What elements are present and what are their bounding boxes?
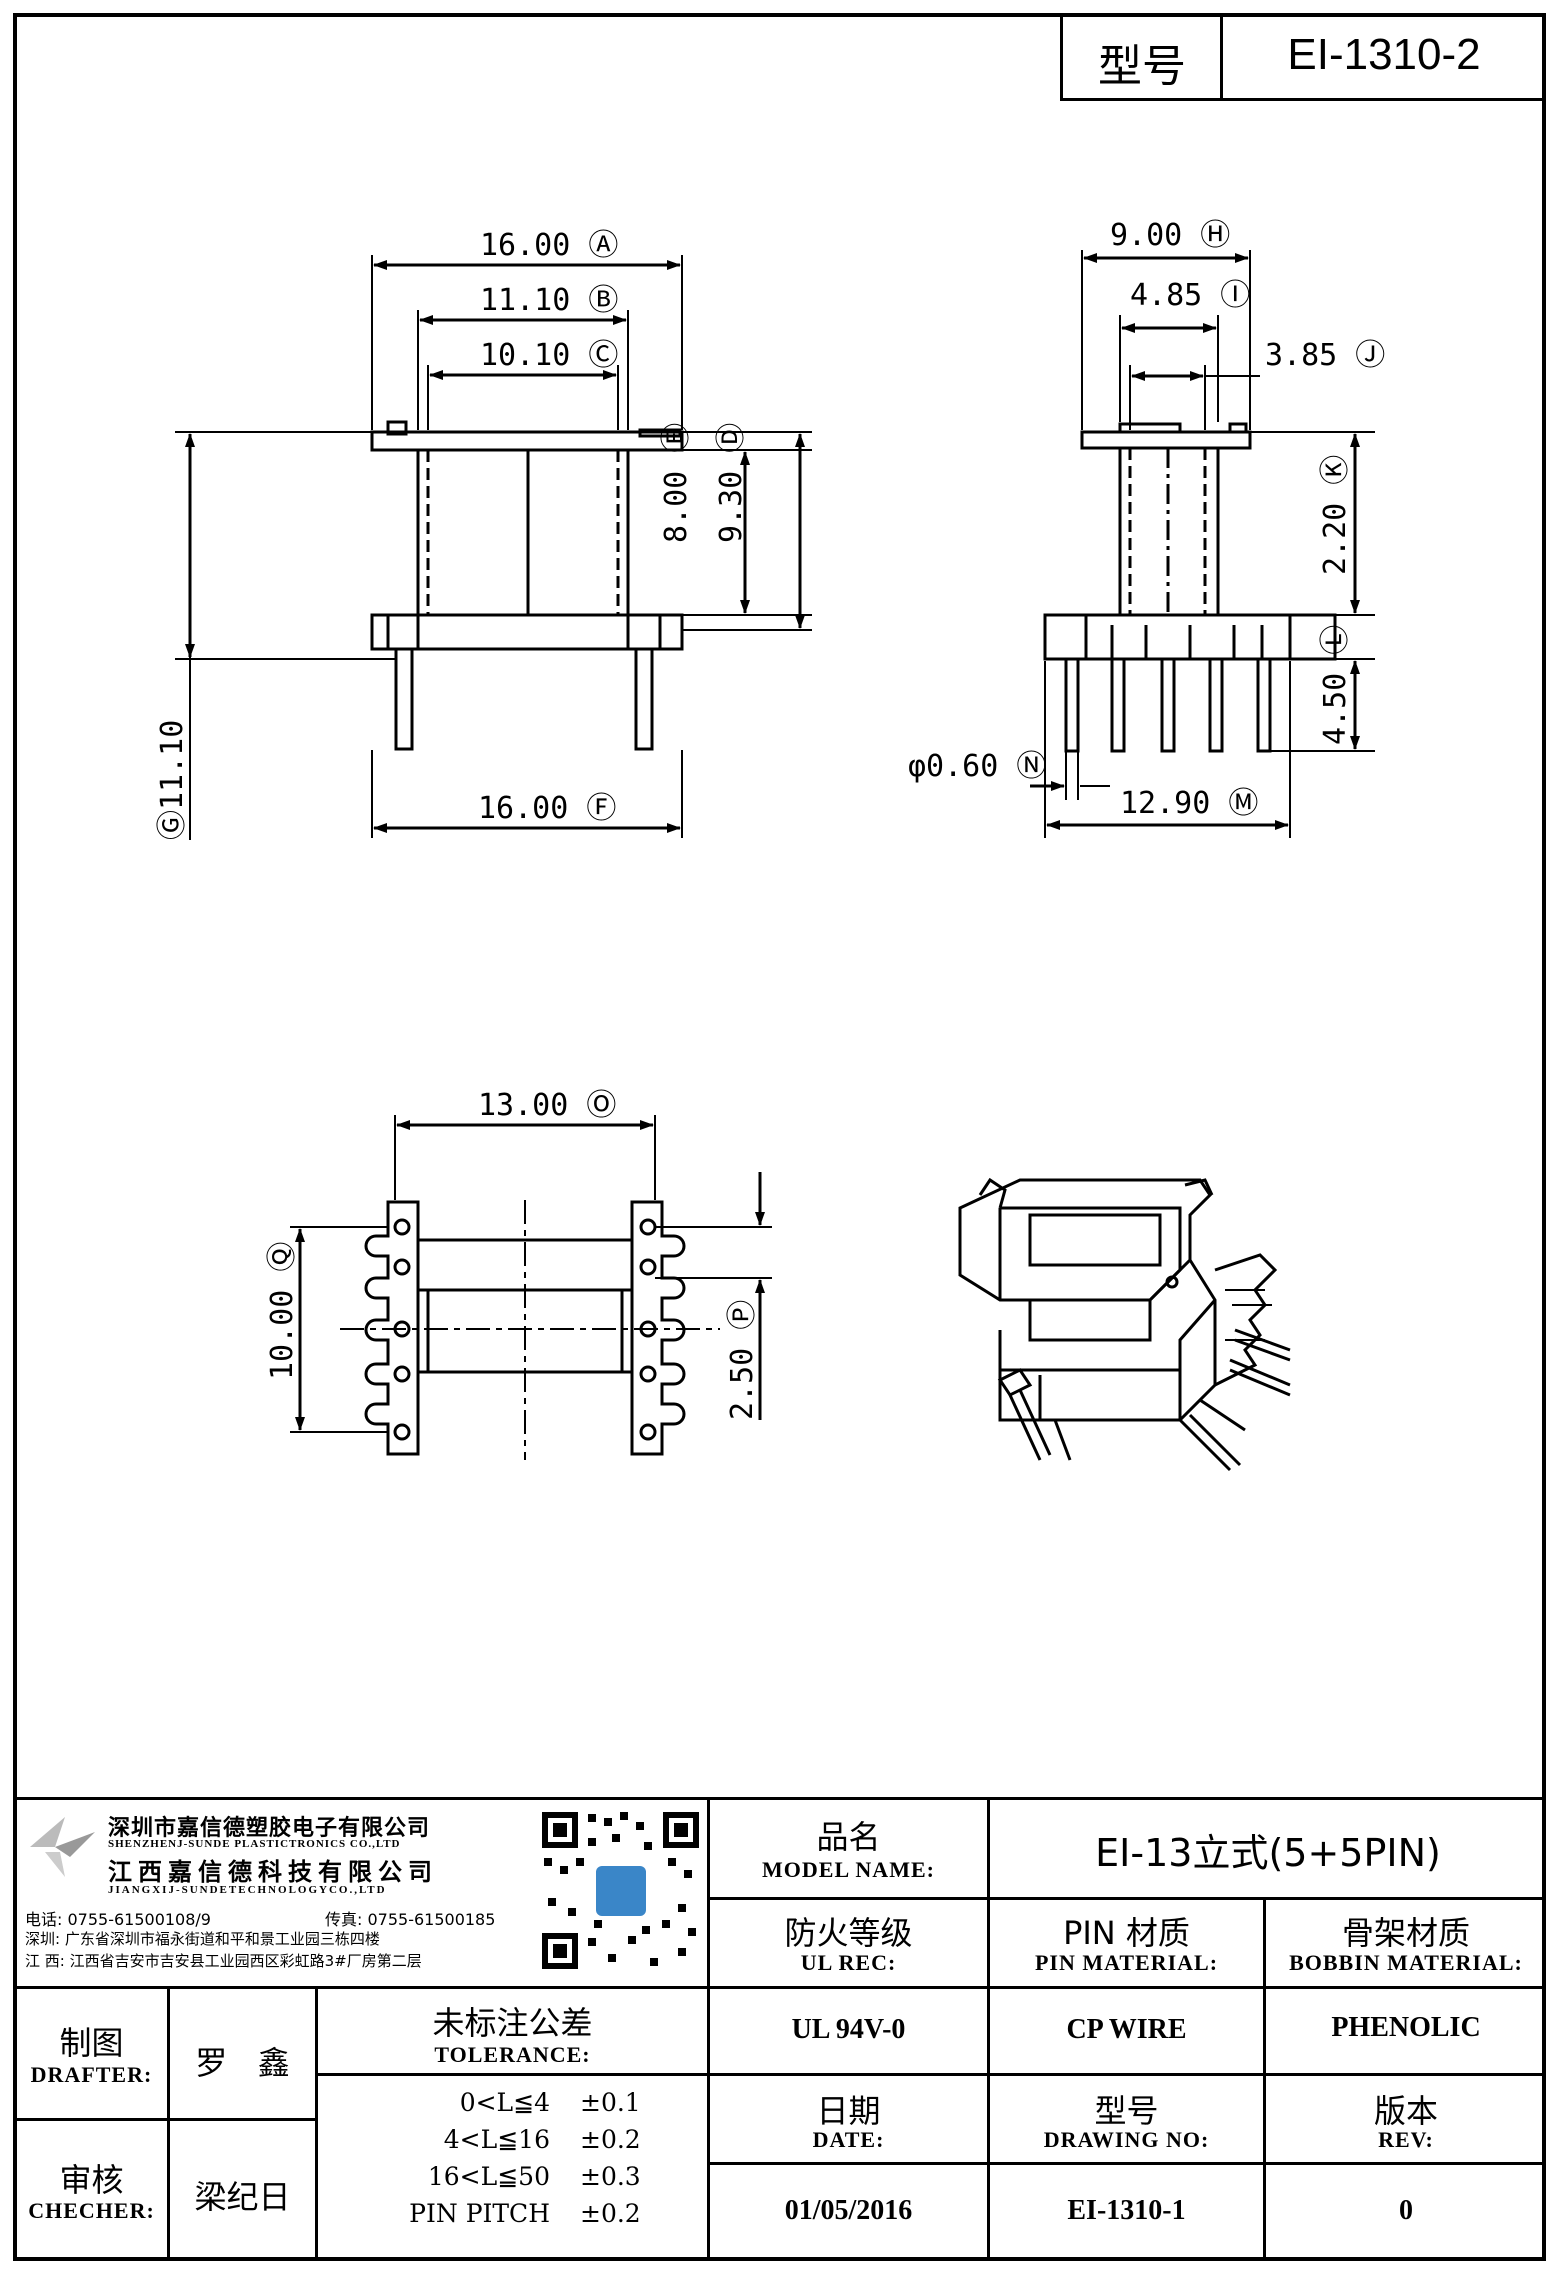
dim-o-label: 13.00 Ⓞ (478, 1088, 616, 1123)
dim-l-label: 4.50 Ⓛ (1318, 625, 1353, 745)
date-cn: 日期 (816, 2092, 881, 2130)
header-model-value: EI-1310-2 (1287, 30, 1481, 79)
dim-d-label: 9.30 Ⓓ (714, 423, 749, 543)
ul-rec-value: UL 94V-0 (791, 2014, 906, 2045)
dim-k-label: 2.20 Ⓚ (1318, 455, 1353, 575)
checker-value: 梁纪日 (194, 2178, 291, 2216)
model-name-en: MODEL NAME: (762, 1857, 935, 1882)
dim-g-label: Ⓖ11.10 (155, 720, 190, 840)
drawing-no-cn: 型号 (1094, 2092, 1159, 2130)
company-phone: 电话: 0755-61500108/9 (25, 1910, 211, 1929)
row-line-4 (707, 2162, 1546, 2165)
tolerance-row: 0<L≦4 ±0.1 (459, 2088, 641, 2117)
checker-cn: 审核 (59, 2161, 124, 2199)
dim-e-label: 8.00 Ⓔ (659, 423, 694, 543)
drawing-no-en: DRAWING NO: (1043, 2127, 1210, 2152)
pin-material-value: CP WIRE (1066, 2014, 1187, 2045)
pin-material-cn: PIN 材质 (1063, 1914, 1190, 1952)
drawing-no-value: EI-1310-1 (1067, 2195, 1186, 2226)
title-block-top-line (13, 1797, 1546, 1800)
checker-en: CHECHER: (28, 2198, 155, 2223)
dim-b-label: 11.10 Ⓑ (480, 283, 618, 318)
dim-p-label: 2.50 Ⓟ (725, 1300, 760, 1420)
ul-rec-cn: 防火等级 (784, 1914, 913, 1952)
tolerance-table: 0<L≦4 ±0.1 4<L≦16 ±0.2 16<L≦50 ±0.3 PIN … (360, 2088, 680, 2236)
col-line-left-2 (315, 1986, 318, 2261)
rev-value: 0 (1399, 2195, 1413, 2226)
col-line-left-1 (167, 1986, 170, 2261)
company-logo (25, 1812, 100, 1882)
col-line-2 (1263, 1897, 1266, 2261)
row-line-2 (13, 1986, 1546, 1989)
bobbin-material-cn: 骨架材质 (1341, 1914, 1470, 1952)
drafter-en: DRAFTER: (30, 2062, 153, 2087)
company-name-cn-2: 江西嘉信德科技有限公司 (108, 1858, 438, 1886)
technical-drawing: 16.00 Ⓐ 11.10 Ⓑ 10.10 Ⓒ 8.00 Ⓔ 9.30 Ⓓ 16… (155, 218, 1385, 1472)
date-value: 01/05/2016 (784, 2195, 913, 2226)
company-name-en-1: SHENZHENJ-SUNDE PLASTICTRONICS CO.,LTD (108, 1838, 401, 1850)
company-name-cn-1: 深圳市嘉信德塑胶电子有限公司 (108, 1816, 431, 1841)
drafter-cn: 制图 (59, 2024, 124, 2062)
model-name-value: EI-13立式(5+5PIN) (1095, 1831, 1441, 1875)
ul-rec-en: UL REC: (800, 1950, 897, 1975)
qr-code (538, 1808, 703, 1973)
col-line-mid (707, 1986, 710, 2261)
tolerance-row: PIN PITCH ±0.2 (409, 2199, 641, 2228)
row-line-tol (315, 2073, 707, 2076)
tolerance-row: 16<L≦50 ±0.3 (427, 2162, 641, 2191)
rev-cn: 版本 (1373, 2092, 1438, 2130)
tolerance-cn: 未标注公差 (432, 2004, 593, 2042)
dim-c-label: 10.10 Ⓒ (480, 338, 618, 373)
tolerance-en: TOLERANCE: (434, 2042, 591, 2067)
model-name-cn: 品名 (816, 1818, 881, 1856)
bobbin-material-value: PHENOLIC (1331, 2012, 1481, 2043)
company-address-sz: 深圳: 广东省深圳市福永街道和平和景工业园三栋四楼 (25, 1930, 380, 1948)
side-view (1043, 422, 1337, 753)
dim-f-label: 16.00 Ⓕ (478, 791, 616, 826)
row-line-1 (707, 1897, 1546, 1900)
front-view (370, 420, 684, 751)
rev-en: REV: (1378, 2127, 1434, 2152)
dim-q-label: 10.00 Ⓠ (265, 1242, 300, 1380)
row-line-left-mid (13, 2118, 315, 2121)
row-line-3 (707, 2073, 1546, 2076)
company-name-en-2: JIANGXIJ-SUNDETECHNOLOGYCO.,LTD (108, 1884, 387, 1896)
date-en: DATE: (812, 2127, 885, 2152)
company-address-jx: 江 西: 江西省吉安市吉安县工业园西区彩虹路3#厂房第二层 (25, 1952, 422, 1970)
header-divider (1220, 13, 1223, 101)
tolerance-row: 4<L≦16 ±0.2 (443, 2125, 641, 2154)
col-line-1 (987, 1797, 990, 2261)
dim-j-label: 3.85 Ⓙ (1265, 338, 1385, 373)
drafter-value: 罗 鑫 (195, 2044, 290, 2082)
dim-h-label: 9.00 Ⓗ (1110, 218, 1230, 253)
dim-n-label: φ0.60 Ⓝ (908, 749, 1046, 784)
company-divider (707, 1797, 710, 1987)
dim-m-label: 12.90 Ⓜ (1120, 786, 1258, 821)
isometric-view (958, 1177, 1291, 1472)
header-model-label: 型号 (1098, 41, 1186, 92)
bottom-view (340, 1200, 720, 1460)
dim-a-label: 16.00 Ⓐ (480, 228, 618, 263)
drawing-frame (13, 13, 1546, 2261)
dim-i-label: 4.85 Ⓘ (1130, 278, 1250, 313)
pin-material-en: PIN MATERIAL: (1034, 1950, 1219, 1975)
company-fax: 传真: 0755-61500185 (325, 1910, 496, 1929)
header-model-box (1060, 13, 1546, 101)
bobbin-material-en: BOBBIN MATERIAL: (1289, 1950, 1523, 1975)
